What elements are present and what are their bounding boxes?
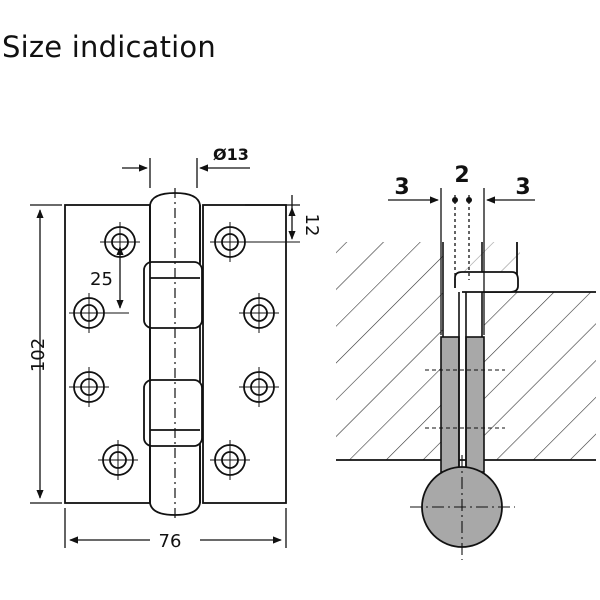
section-view (336, 188, 596, 560)
page-title: Size indication (2, 30, 216, 64)
knuckles (143, 192, 203, 516)
section-leaf-left (440, 336, 460, 473)
dim-hole-offset-label: 12 (301, 214, 322, 237)
screw-hole (239, 367, 279, 407)
screw-hole (239, 293, 279, 333)
screw-hole (69, 367, 109, 407)
dim-height-label: 102 (28, 338, 49, 372)
screw-holes-left (69, 222, 140, 480)
dim-width (64, 508, 287, 548)
front-view (30, 158, 300, 548)
dim-hole-offset (245, 195, 300, 240)
screw-hole (98, 440, 138, 480)
screw-holes-right (210, 222, 300, 480)
dim-pin-diameter (122, 158, 250, 188)
hatched-frame (484, 292, 596, 460)
hatched-door (336, 242, 443, 460)
door-edge (454, 271, 519, 293)
screw-hole (69, 293, 129, 333)
dim-gap-left-label: 3 (394, 175, 409, 200)
right-leaf (202, 204, 287, 504)
dim-hole-spacing-label: 25 (90, 269, 113, 290)
screw-hole (210, 440, 250, 480)
dim-width-label: 76 (159, 531, 182, 552)
section-leaf-right (465, 336, 485, 473)
screw-hole (210, 222, 300, 262)
dim-center-label: 2 (454, 163, 469, 188)
dim-pin-diameter-label: Ø13 (213, 145, 249, 164)
dim-gap-right-label: 3 (515, 175, 530, 200)
dim-height (30, 204, 62, 504)
